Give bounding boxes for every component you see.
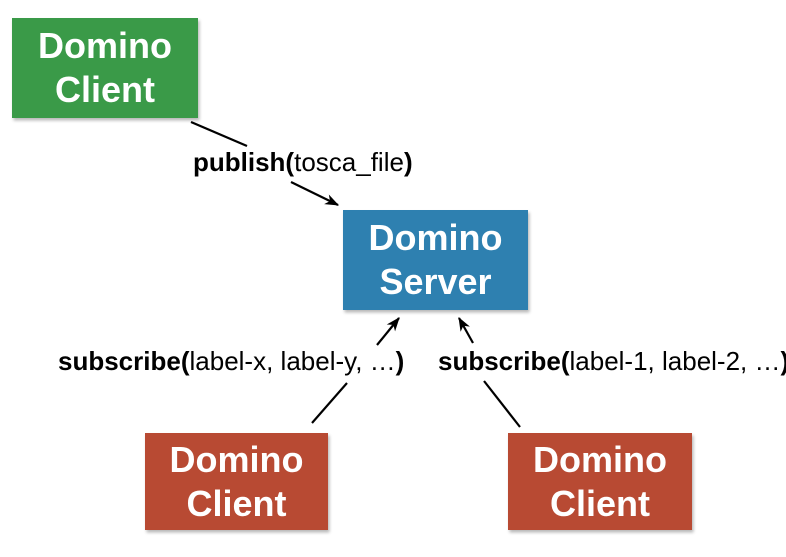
subscribe-right-call-name: subscribe( bbox=[438, 346, 570, 376]
subscribe-left-call-name: subscribe( bbox=[58, 346, 190, 376]
node-label-line1: Domino bbox=[533, 438, 667, 480]
node-domino-client-bottom-left: Domino Client bbox=[145, 433, 328, 530]
edge-label-publish: publish(tosca_file) bbox=[193, 147, 413, 177]
node-label-line1: Domino bbox=[38, 25, 172, 66]
node-label-line2: Server bbox=[379, 261, 492, 302]
edge-label-subscribe-left: subscribe(label-x, label-y, …) bbox=[58, 346, 404, 376]
publish-arrow bbox=[190, 120, 340, 206]
subscribe-right-call-close: ) bbox=[781, 346, 786, 376]
node-label-line2: Client bbox=[549, 482, 650, 524]
edge-label-subscribe-right: subscribe(label-1, label-2, …) bbox=[438, 346, 786, 376]
node-domino-server: Domino Server bbox=[343, 210, 528, 310]
publish-call-close: ) bbox=[403, 147, 413, 177]
subscribe-left-call-close: ) bbox=[395, 346, 405, 376]
publish-call-args: tosca_file bbox=[294, 147, 404, 177]
subscribe-right-arrow bbox=[458, 316, 521, 428]
node-domino-client-top: Domino Client bbox=[12, 18, 198, 118]
subscribe-right-call-args: label-1, label-2, … bbox=[569, 346, 781, 376]
node-label-line2: Client bbox=[54, 69, 155, 110]
subscribe-left-arrow bbox=[311, 317, 400, 424]
node-label-line2: Client bbox=[186, 482, 287, 524]
node-domino-client-bottom-right: Domino Client bbox=[508, 433, 692, 530]
subscribe-left-call-args: label-x, label-y, … bbox=[189, 346, 396, 376]
node-label-line1: Domino bbox=[169, 438, 304, 480]
publish-call-name: publish( bbox=[193, 147, 295, 177]
node-label-line1: Domino bbox=[368, 217, 503, 258]
